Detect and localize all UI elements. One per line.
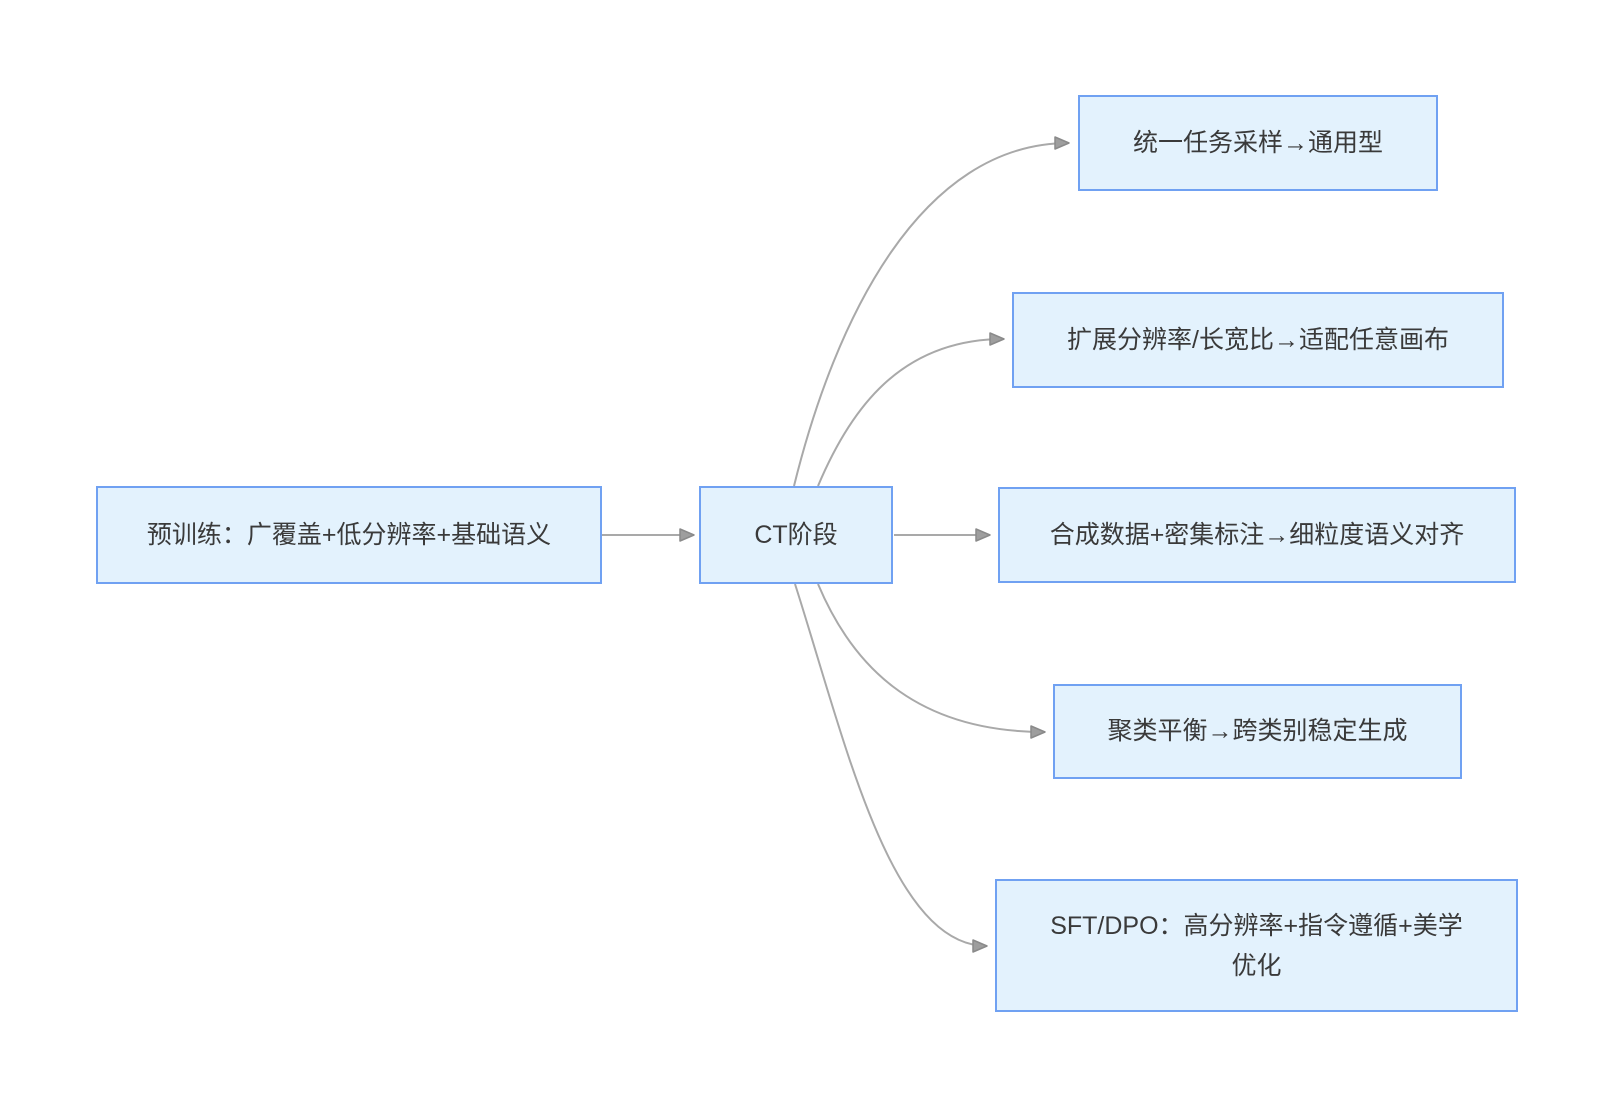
node-cluster-balance-label: 聚类平衡→跨类别稳定生成: [1107, 717, 1408, 745]
node-pretrain: 预训练：广覆盖+低分辨率+基础语义: [96, 486, 602, 584]
node-sft-dpo-label-line1: SFT/DPO：高分辨率+指令遵循+美学: [1050, 911, 1463, 940]
node-ct-stage-label: CT阶段: [754, 520, 838, 549]
node-synthetic-data-label: 合成数据+密集标注→细粒度语义对齐: [1049, 520, 1465, 549]
node-unified-task-sampling: 统一任务采样→通用型: [1078, 95, 1438, 191]
node-extended-resolution: 扩展分辨率/长宽比→适配任意画布: [1012, 292, 1504, 388]
node-pretrain-label: 预训练：广覆盖+低分辨率+基础语义: [146, 520, 552, 549]
edge-ct-to-resolution: [817, 332, 1005, 487]
node-cluster-balance: 聚类平衡→跨类别稳定生成: [1053, 684, 1462, 779]
node-sft-dpo-label-line2: 优化: [1231, 951, 1282, 980]
edge-ct-to-sftdpo: [794, 583, 988, 953]
node-unified-task-sampling-label: 统一任务采样→通用型: [1132, 128, 1383, 157]
node-sft-dpo: SFT/DPO：高分辨率+指令遵循+美学 优化: [995, 879, 1518, 1012]
edge-ct-to-cluster: [817, 583, 1046, 739]
node-ct-stage: CT阶段: [699, 486, 893, 584]
node-extended-resolution-label: 扩展分辨率/长宽比→适配任意画布: [1067, 325, 1449, 354]
node-synthetic-data: 合成数据+密集标注→细粒度语义对齐: [998, 487, 1516, 583]
